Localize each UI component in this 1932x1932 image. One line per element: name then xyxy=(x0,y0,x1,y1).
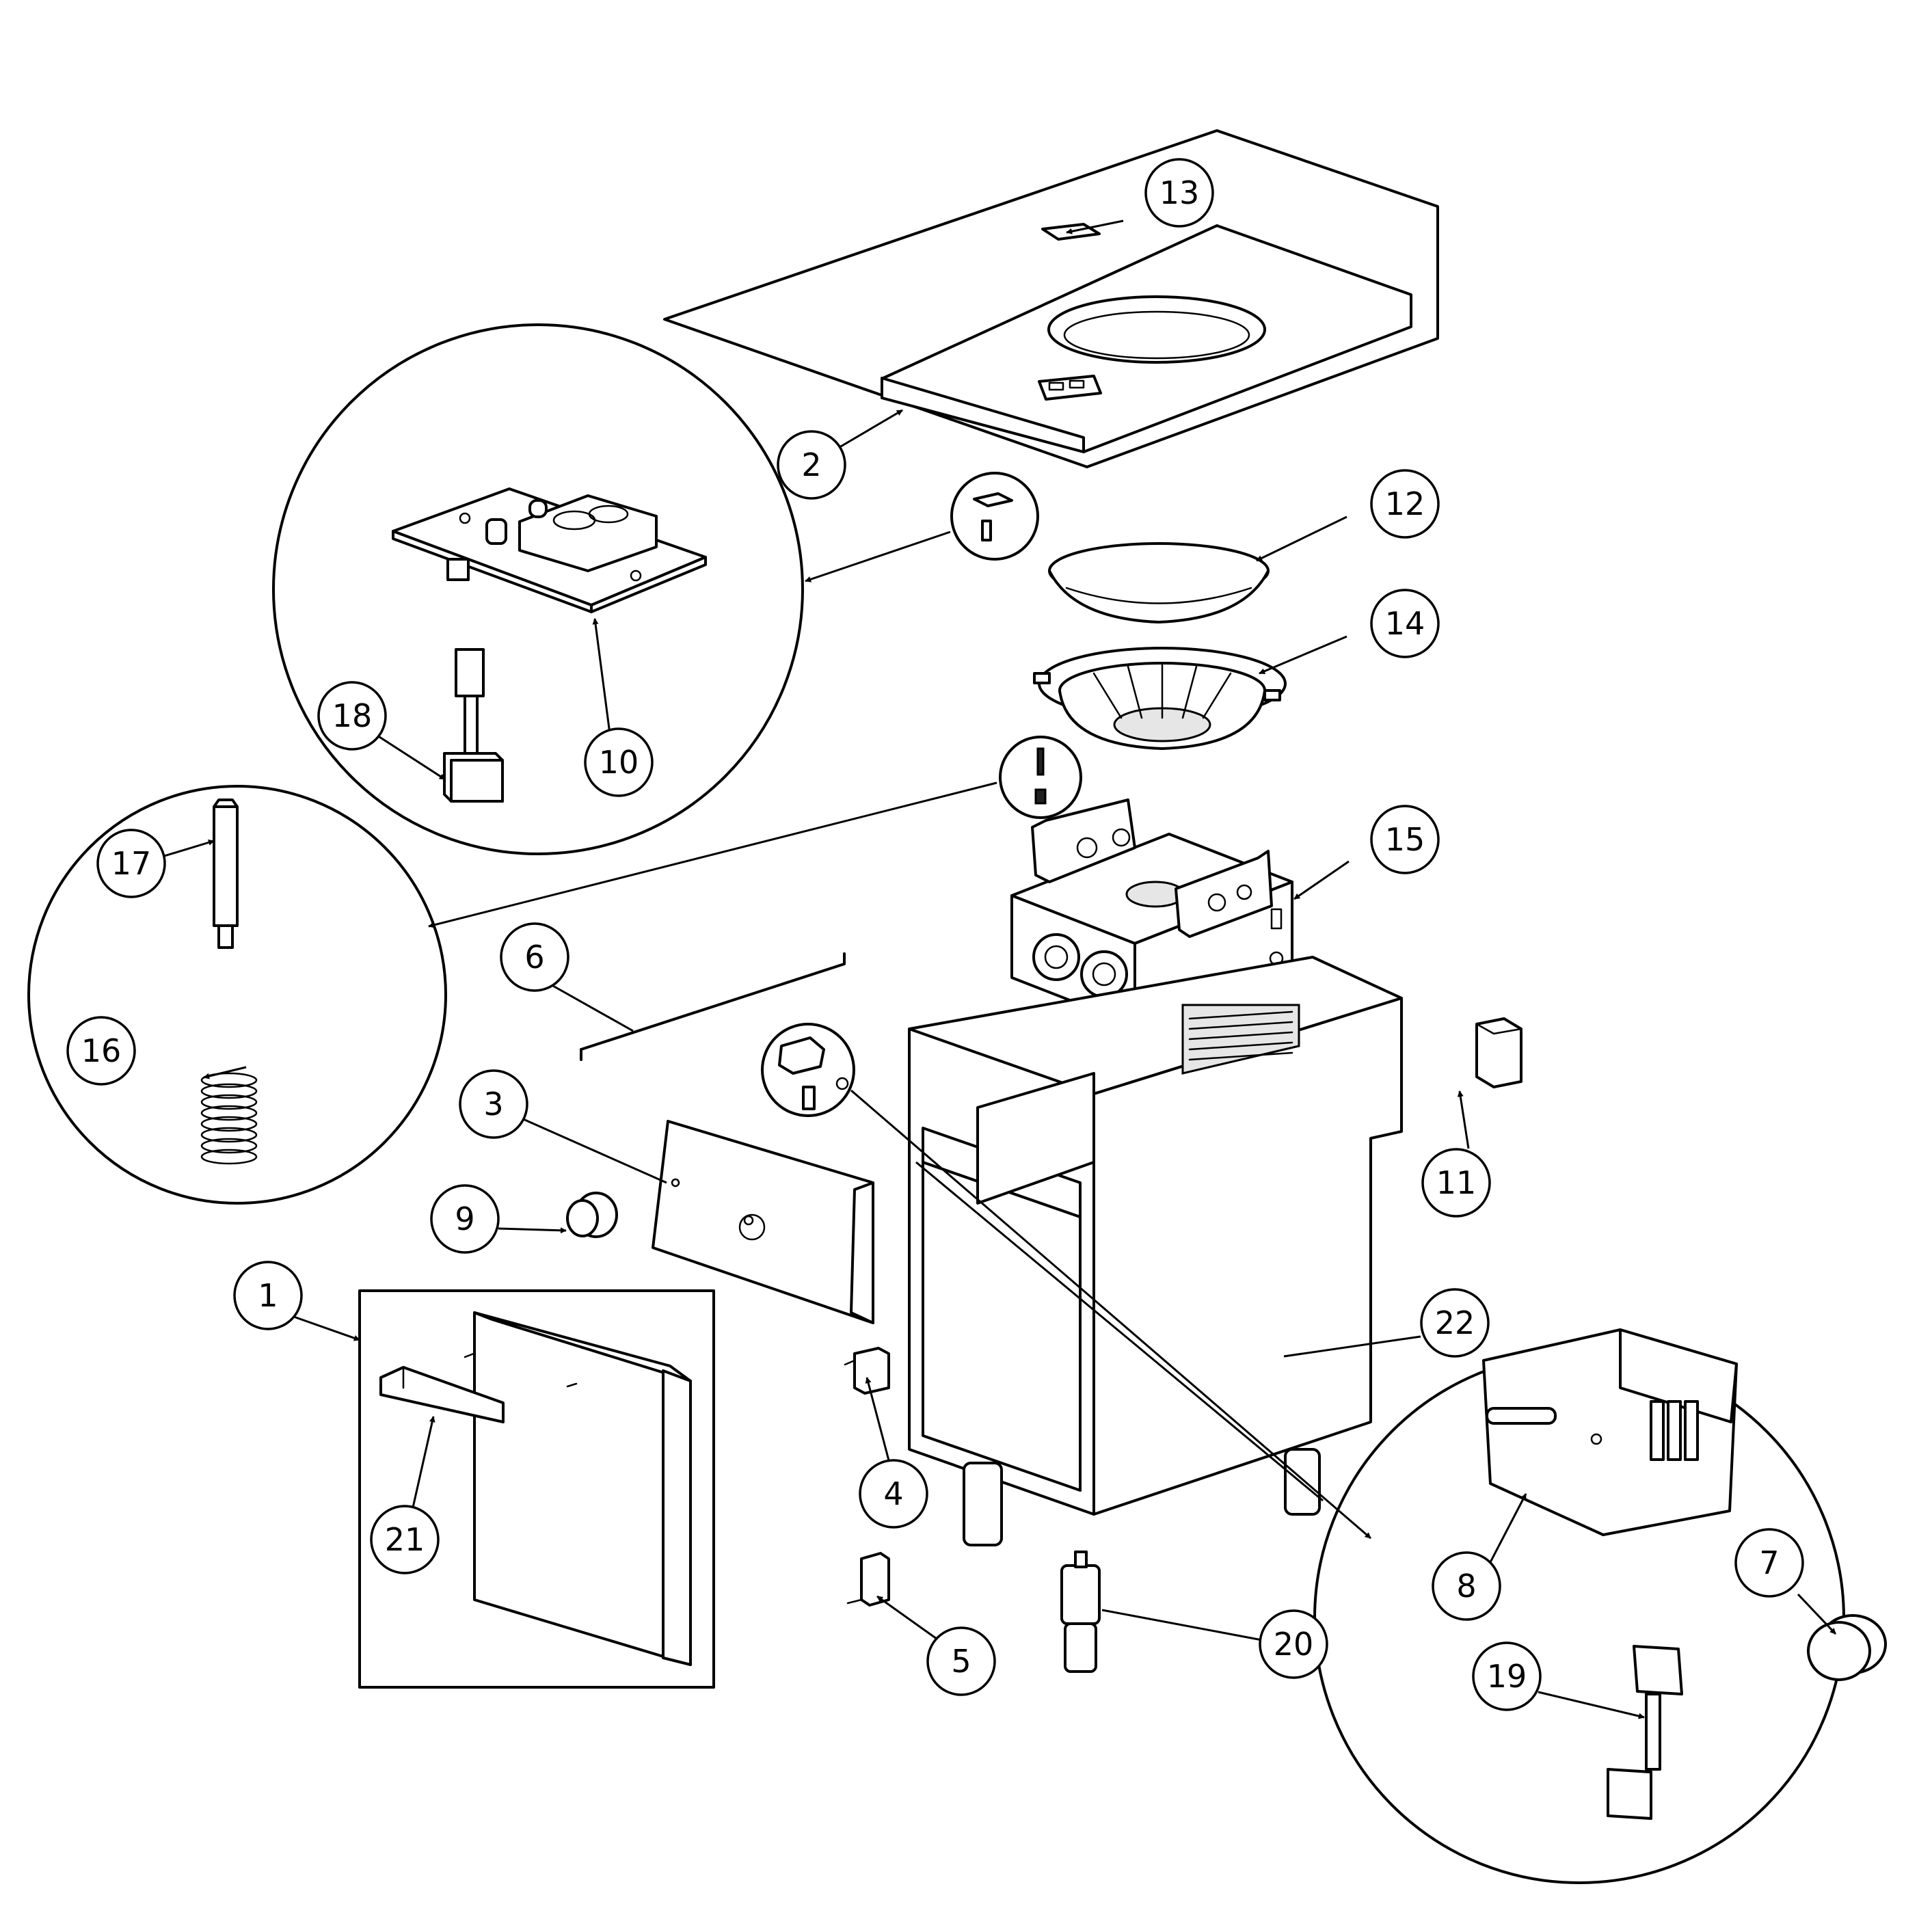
small-detail-circle-top xyxy=(950,472,1039,561)
callout-16: 16 xyxy=(66,1016,136,1086)
switch-cover-part-11 xyxy=(1475,1017,1522,1088)
callout-6: 6 xyxy=(500,922,569,992)
small-detail-circle-mid xyxy=(761,1023,855,1117)
callout-1-label: 1 xyxy=(258,1277,278,1314)
callout-7: 7 xyxy=(1734,1528,1804,1598)
callout-2: 2 xyxy=(777,430,846,500)
callout-11-label: 11 xyxy=(1436,1164,1477,1201)
callout-5: 5 xyxy=(926,1626,996,1696)
detail-circle-c xyxy=(1313,1328,1887,1884)
callout-11: 11 xyxy=(1421,1148,1491,1218)
callout-14: 14 xyxy=(1370,589,1440,658)
detail-circle-a xyxy=(272,323,804,855)
callout-10-label: 10 xyxy=(599,744,639,781)
callout-22: 22 xyxy=(1420,1288,1490,1358)
small-detail-circle-pin xyxy=(999,736,1082,819)
callout-21-label: 21 xyxy=(385,1521,425,1558)
callout-13-label: 13 xyxy=(1159,174,1200,211)
detail-circle-b xyxy=(27,785,447,1205)
callout-13: 13 xyxy=(1144,158,1214,228)
rod-part-6 xyxy=(580,952,846,1061)
callout-20-label: 20 xyxy=(1274,1626,1314,1663)
bracket-part-5 xyxy=(846,1552,890,1607)
cabinet-body-part-22 xyxy=(908,956,1403,1546)
callout-10: 10 xyxy=(584,727,654,797)
callout-3-label: 3 xyxy=(483,1086,503,1123)
callout-4: 4 xyxy=(859,1459,928,1529)
callout-4-label: 4 xyxy=(883,1475,903,1512)
callout-14-label: 14 xyxy=(1385,605,1425,642)
bracket-part-4 xyxy=(844,1347,890,1395)
callout-9-label: 9 xyxy=(455,1200,474,1237)
callout-1: 1 xyxy=(233,1261,303,1330)
callout-12: 12 xyxy=(1370,469,1440,539)
callout-7-label: 7 xyxy=(1759,1544,1779,1581)
bowl-part-12 xyxy=(1048,542,1270,623)
control-panel-part-3 xyxy=(652,1120,874,1324)
foot-part-20 xyxy=(1060,1551,1101,1673)
callout-21: 21 xyxy=(370,1505,440,1574)
callout-2-label: 2 xyxy=(801,446,821,483)
burner-ring-part-14 xyxy=(1033,647,1287,750)
callout-19: 19 xyxy=(1472,1641,1542,1711)
callout-17: 17 xyxy=(96,829,166,898)
callout-6-label: 6 xyxy=(524,939,544,976)
callout-22-label: 22 xyxy=(1435,1304,1475,1341)
callout-15-label: 15 xyxy=(1385,821,1425,858)
callout-8: 8 xyxy=(1432,1551,1501,1621)
handle-part-21 xyxy=(379,1366,505,1423)
callout-18-label: 18 xyxy=(332,697,373,734)
callout-17-label: 17 xyxy=(111,845,152,882)
knob-part-9 xyxy=(566,1192,618,1238)
callout-15: 15 xyxy=(1370,805,1440,874)
callout-12-label: 12 xyxy=(1385,485,1425,522)
callout-3: 3 xyxy=(459,1069,528,1139)
callout-18: 18 xyxy=(317,681,387,751)
callout-16-label: 16 xyxy=(81,1032,122,1069)
callout-5-label: 5 xyxy=(951,1643,971,1680)
callout-9: 9 xyxy=(430,1184,500,1254)
callout-19-label: 19 xyxy=(1487,1658,1527,1695)
callout-20: 20 xyxy=(1259,1609,1328,1679)
door-frame-part-1 xyxy=(358,1289,715,1689)
callout-8-label: 8 xyxy=(1456,1568,1476,1605)
worktop-top-panel xyxy=(663,129,1439,468)
